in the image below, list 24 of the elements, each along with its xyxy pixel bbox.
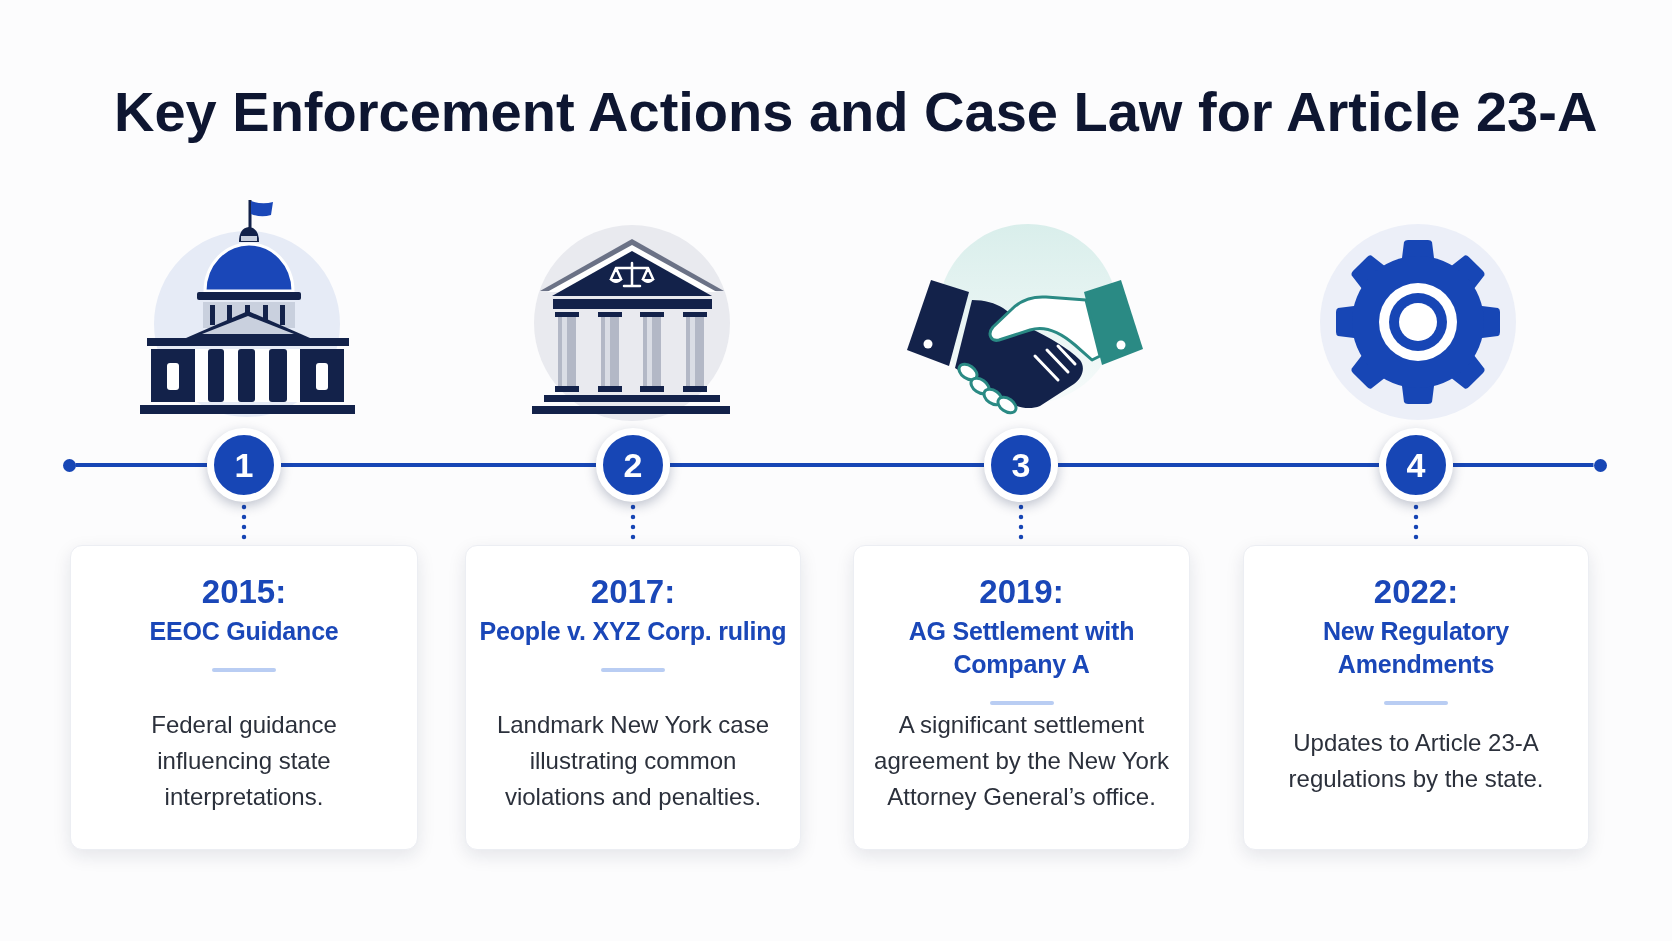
- event-description: Updates to Article 23-A regulations by the state.: [1287, 728, 1545, 794]
- event-year: 2022:: [1373, 572, 1459, 612]
- title: Key Enforcement Actions and Case Law for Article 23-A: [114, 80, 1598, 144]
- event-year: 2015:: [201, 572, 287, 612]
- event-title: EEOC Guidance: [149, 616, 339, 647]
- event-title: People v. XYZ Corp. ruling: [479, 616, 787, 647]
- event-card: [70, 545, 418, 850]
- event-description: Landmark New York case illustrating common violations and penalties.: [495, 710, 771, 812]
- timeline-end-dot: [62, 458, 76, 472]
- event-description: A significant settlement agreement by the New York Attorney General’s office.: [873, 710, 1170, 812]
- event-card: [465, 545, 801, 850]
- event-title: AG Settlement with Company A: [907, 616, 1136, 680]
- timeline-line: [1058, 463, 1379, 467]
- event-card: [853, 545, 1190, 850]
- timeline-line: [281, 463, 596, 467]
- event-year: 2019:: [979, 572, 1064, 612]
- timeline-line: [670, 463, 984, 467]
- event-description: Federal guidance influencing state interpretations.: [150, 710, 338, 812]
- event-card: [1243, 545, 1589, 850]
- timeline-end-dot: [1593, 458, 1607, 472]
- timeline-line: [75, 463, 207, 467]
- event-year: 2017:: [590, 572, 676, 612]
- event-title: New Regulatory Amendments: [1321, 616, 1511, 680]
- timeline-line: [1453, 463, 1594, 467]
